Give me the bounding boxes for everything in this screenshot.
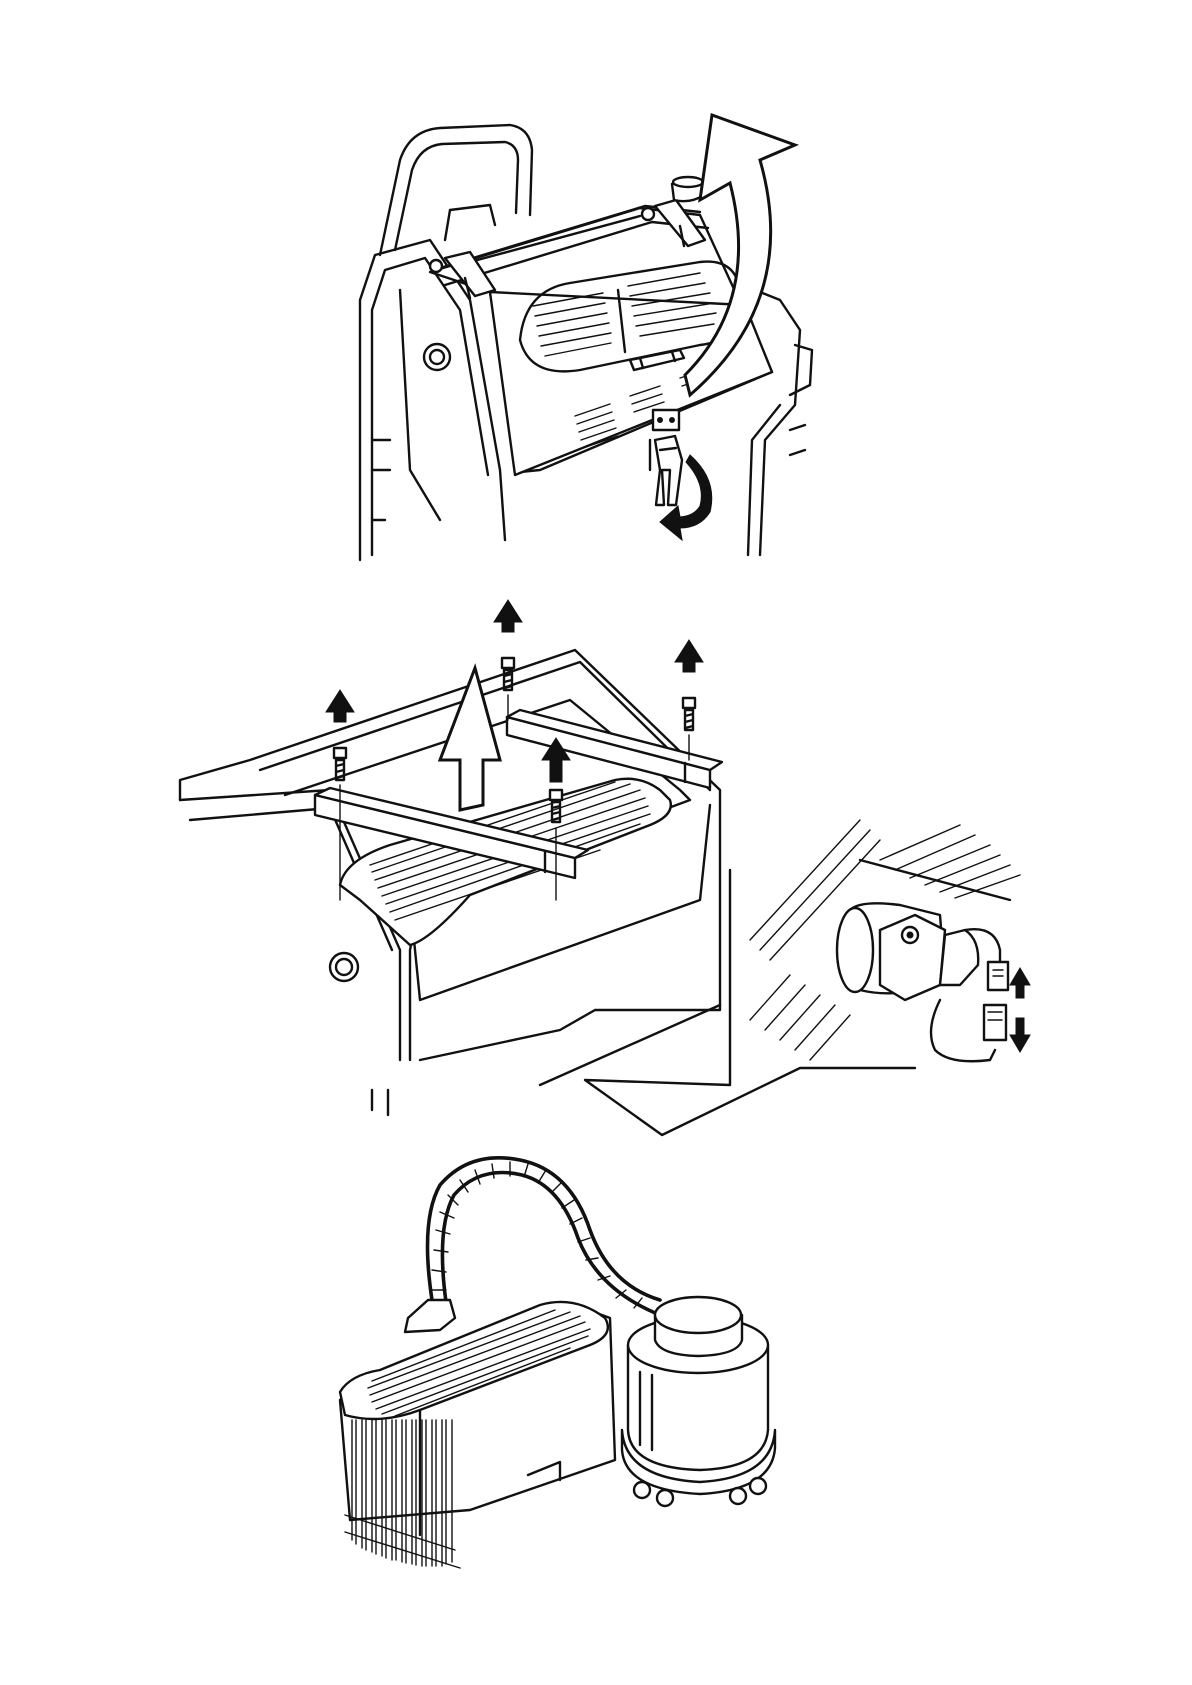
motor bbox=[837, 903, 978, 1000]
up-arrows bbox=[326, 600, 703, 810]
big-up-arrow-icon bbox=[440, 668, 500, 810]
latch bbox=[650, 410, 682, 505]
hose bbox=[405, 1158, 660, 1332]
vacuum-cleaner bbox=[622, 1297, 775, 1506]
cover-panel bbox=[360, 115, 812, 560]
vacuum-panel bbox=[340, 1158, 775, 1568]
separate-arrows bbox=[1010, 968, 1030, 1052]
nozzle bbox=[405, 1300, 455, 1332]
connector-panel bbox=[585, 820, 1030, 1135]
socket bbox=[984, 1005, 1006, 1040]
rail-panel bbox=[180, 600, 722, 1115]
filter-element bbox=[340, 1302, 615, 1568]
